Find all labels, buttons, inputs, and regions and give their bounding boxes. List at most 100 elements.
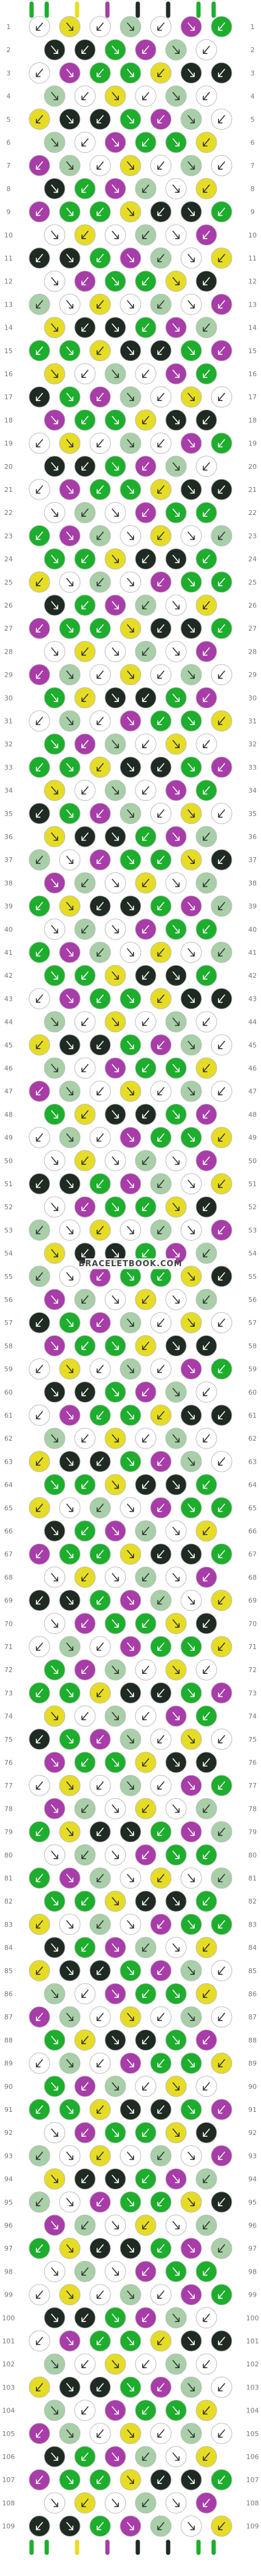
knot [74,1520,96,1542]
knot-arrow-icon [127,1967,134,1975]
knot-arrow-icon [188,1504,195,1512]
knot-arrow-icon [157,68,164,78]
knot [150,617,172,639]
knot [165,85,187,107]
knot-arrow-icon [51,1665,58,1674]
knot [150,710,172,732]
row-number: 104 [246,2407,259,2415]
row-number: 39 [248,903,257,911]
knot-arrow-icon [203,2452,210,2461]
knot-arrow-icon [112,1851,119,1859]
knot [74,2168,96,2190]
knot [74,1427,96,1449]
knot-arrow-icon [218,1133,225,1142]
knot-arrow-icon [36,1180,43,1188]
knot [195,39,217,61]
knot [89,1450,111,1472]
knot-arrow-icon [127,670,134,679]
knot [195,1798,217,1819]
knot [135,1103,157,1125]
knot-arrow-icon [36,439,43,448]
knot-arrow-icon [36,2105,43,2114]
knot [211,1127,232,1149]
row-number: 62 [248,1435,257,1442]
row-number: 33 [4,763,13,771]
knot-arrow-icon [127,717,134,725]
knot [165,1150,187,1172]
knot [29,2006,50,2028]
row-number: 21 [248,486,257,494]
knot [135,1150,157,1172]
knot [104,1566,126,1588]
knot-arrow-icon [81,1897,89,1905]
knot-arrow-icon [142,91,149,101]
knot-arrow-icon [36,115,43,124]
knot [195,640,217,662]
knot [59,2006,81,2028]
row-number: 43 [248,995,257,1003]
knot [29,1034,50,1056]
knot-arrow-icon [97,347,104,355]
knot-arrow-icon [142,1527,149,1535]
knot [29,1312,50,1333]
knot-arrow-icon [112,1758,119,1767]
knot [150,1497,172,1519]
knot [211,201,232,223]
knot [211,1821,232,1843]
knot [165,224,187,246]
knot [150,1127,172,1149]
knot-arrow-icon [51,1295,58,1304]
knot-arrow-icon [81,2406,89,2415]
knot [180,247,202,269]
knot-arrow-icon [142,740,149,748]
knot [104,1844,126,1866]
knot [89,1404,111,1426]
knot-arrow-icon [127,948,134,957]
knot [89,1034,111,1056]
knot [89,2469,111,2491]
knot [135,1890,157,1912]
knot [44,2214,66,2236]
knot-arrow-icon [157,1550,164,1558]
knot [44,872,66,894]
knot [165,1196,187,1218]
knot [135,826,157,848]
knot [135,780,157,802]
knot-arrow-icon [142,786,149,795]
knot-arrow-icon [142,508,149,517]
knot-arrow-icon [112,2360,119,2368]
knot [120,1312,141,1333]
knot-arrow-icon [97,2151,104,2160]
knot [89,1960,111,1982]
knot-arrow-icon [66,1874,73,1882]
knot [135,640,157,662]
knot [180,2423,202,2445]
knot [89,941,111,963]
knot [89,479,111,500]
knot [104,131,126,153]
knot-arrow-icon [36,2013,43,2021]
row-number: 103 [2,2383,15,2391]
knot-arrow-icon [172,1157,180,1165]
knot-arrow-icon [36,161,43,170]
row-number: 75 [4,1736,13,1744]
knot [59,2191,81,2213]
row-number: 90 [248,2083,257,2091]
knot [180,2515,202,2537]
knot [180,710,202,732]
knot [150,108,172,130]
knot [104,1751,126,1773]
knot-arrow-icon [203,1017,210,1026]
knot-arrow-icon [51,1943,58,1952]
knot [74,224,96,246]
knot [59,16,81,38]
knot [59,386,81,408]
knot-arrow-icon [157,1318,164,1327]
row-number: 16 [248,370,257,378]
knot [180,1543,202,1565]
knot-arrow-icon [127,2337,134,2345]
knot [180,849,202,871]
row-number: 31 [4,717,13,725]
knot [74,1659,96,1681]
knot-arrow-icon [127,1272,134,1281]
